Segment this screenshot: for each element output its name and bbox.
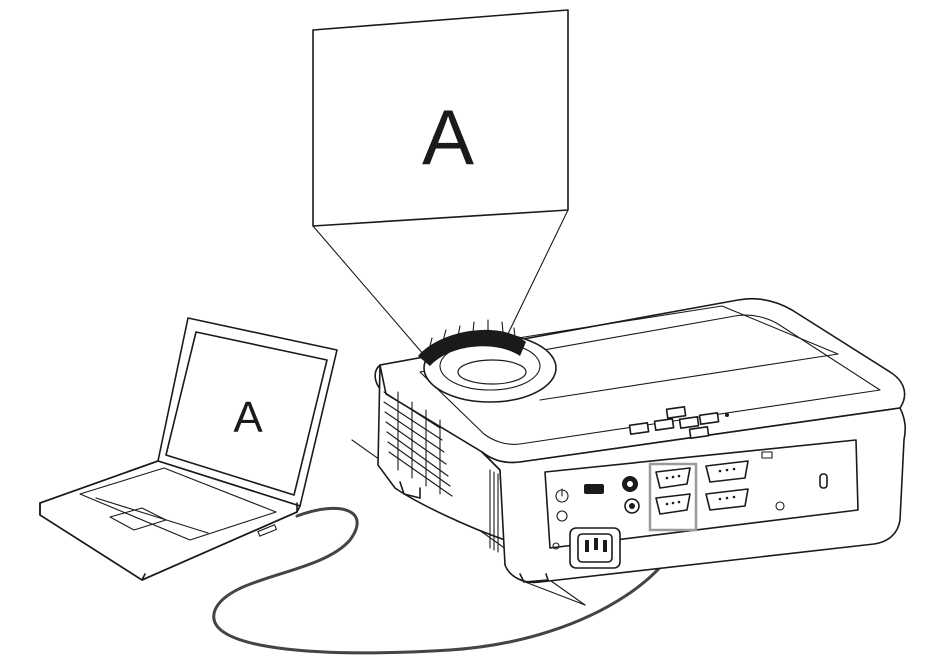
side-vents <box>489 469 499 553</box>
vga-output-2 <box>705 488 749 511</box>
laptop: A <box>39 317 338 581</box>
io-panel <box>544 439 859 549</box>
ac-power-socket <box>569 527 621 569</box>
screen-letter: A <box>422 93 474 181</box>
touchpad <box>109 507 167 531</box>
input-port-highlight <box>648 462 698 532</box>
projection-screen: A <box>312 9 569 227</box>
hdmi-port <box>584 484 604 494</box>
lens-focus-ring <box>418 319 527 385</box>
security-slot <box>819 473 828 489</box>
laptop-screen <box>165 331 328 496</box>
projector <box>351 297 906 606</box>
projection-beam <box>312 209 569 363</box>
laptop-letter: A <box>233 393 263 442</box>
control-panel <box>628 405 729 440</box>
ports <box>552 451 828 550</box>
vga-output-1 <box>705 460 749 483</box>
front-vents <box>383 391 453 497</box>
vga-cable <box>212 506 683 655</box>
